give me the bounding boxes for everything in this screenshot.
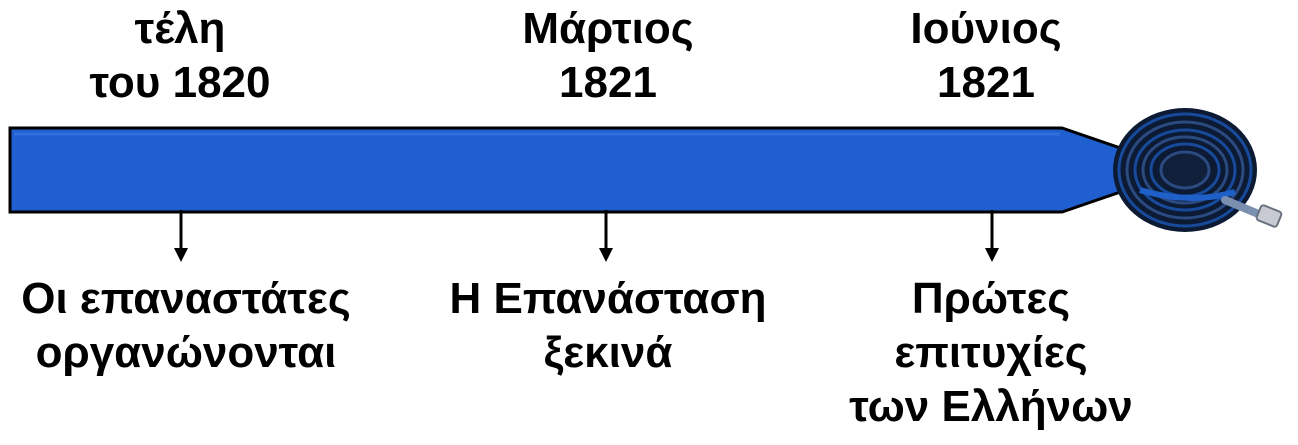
event-first-greek-successes-line3: των Ελλήνων [849,382,1133,431]
arrow-down-icon [599,210,613,262]
top-label-late-1820-line1: τέλη [134,4,226,53]
arrow-down-icon [174,210,188,262]
top-label-june-1821-line2: 1821 [937,58,1035,107]
event-first-greek-successes-line2: επιτυχίες [894,328,1088,377]
top-label-march-1821-line2: 1821 [559,58,657,107]
arrow-down-icon [985,210,999,262]
top-label-march-1821-line1: Μάρτιος [522,4,694,53]
event-revolutionaries-organize: Οι επαναστάτες οργανώνονται [0,272,372,380]
event-revolutionaries-organize-line1: Οι επαναστάτες [21,274,351,323]
cable-reel-icon [1113,108,1283,232]
event-first-greek-successes-line1: Πρώτες [911,274,1071,323]
top-label-june-1821-line1: Ιούνιος [910,4,1062,53]
top-label-march-1821: Μάρτιος 1821 [488,2,728,110]
top-label-late-1820-line2: του 1820 [89,58,271,107]
event-revolution-begins-line2: ξεκινά [543,328,673,377]
top-label-june-1821: Ιούνιος 1821 [866,2,1106,110]
event-first-greek-successes: Πρώτες επιτυχίες των Ελλήνων [826,272,1156,434]
timeline-bar [8,126,1128,214]
top-label-late-1820: τέλη του 1820 [60,2,300,110]
event-revolution-begins: Η Επανάσταση ξεκινά [418,272,798,380]
event-revolution-begins-line1: Η Επανάσταση [449,274,767,323]
event-revolutionaries-organize-line2: οργανώνονται [35,328,337,377]
